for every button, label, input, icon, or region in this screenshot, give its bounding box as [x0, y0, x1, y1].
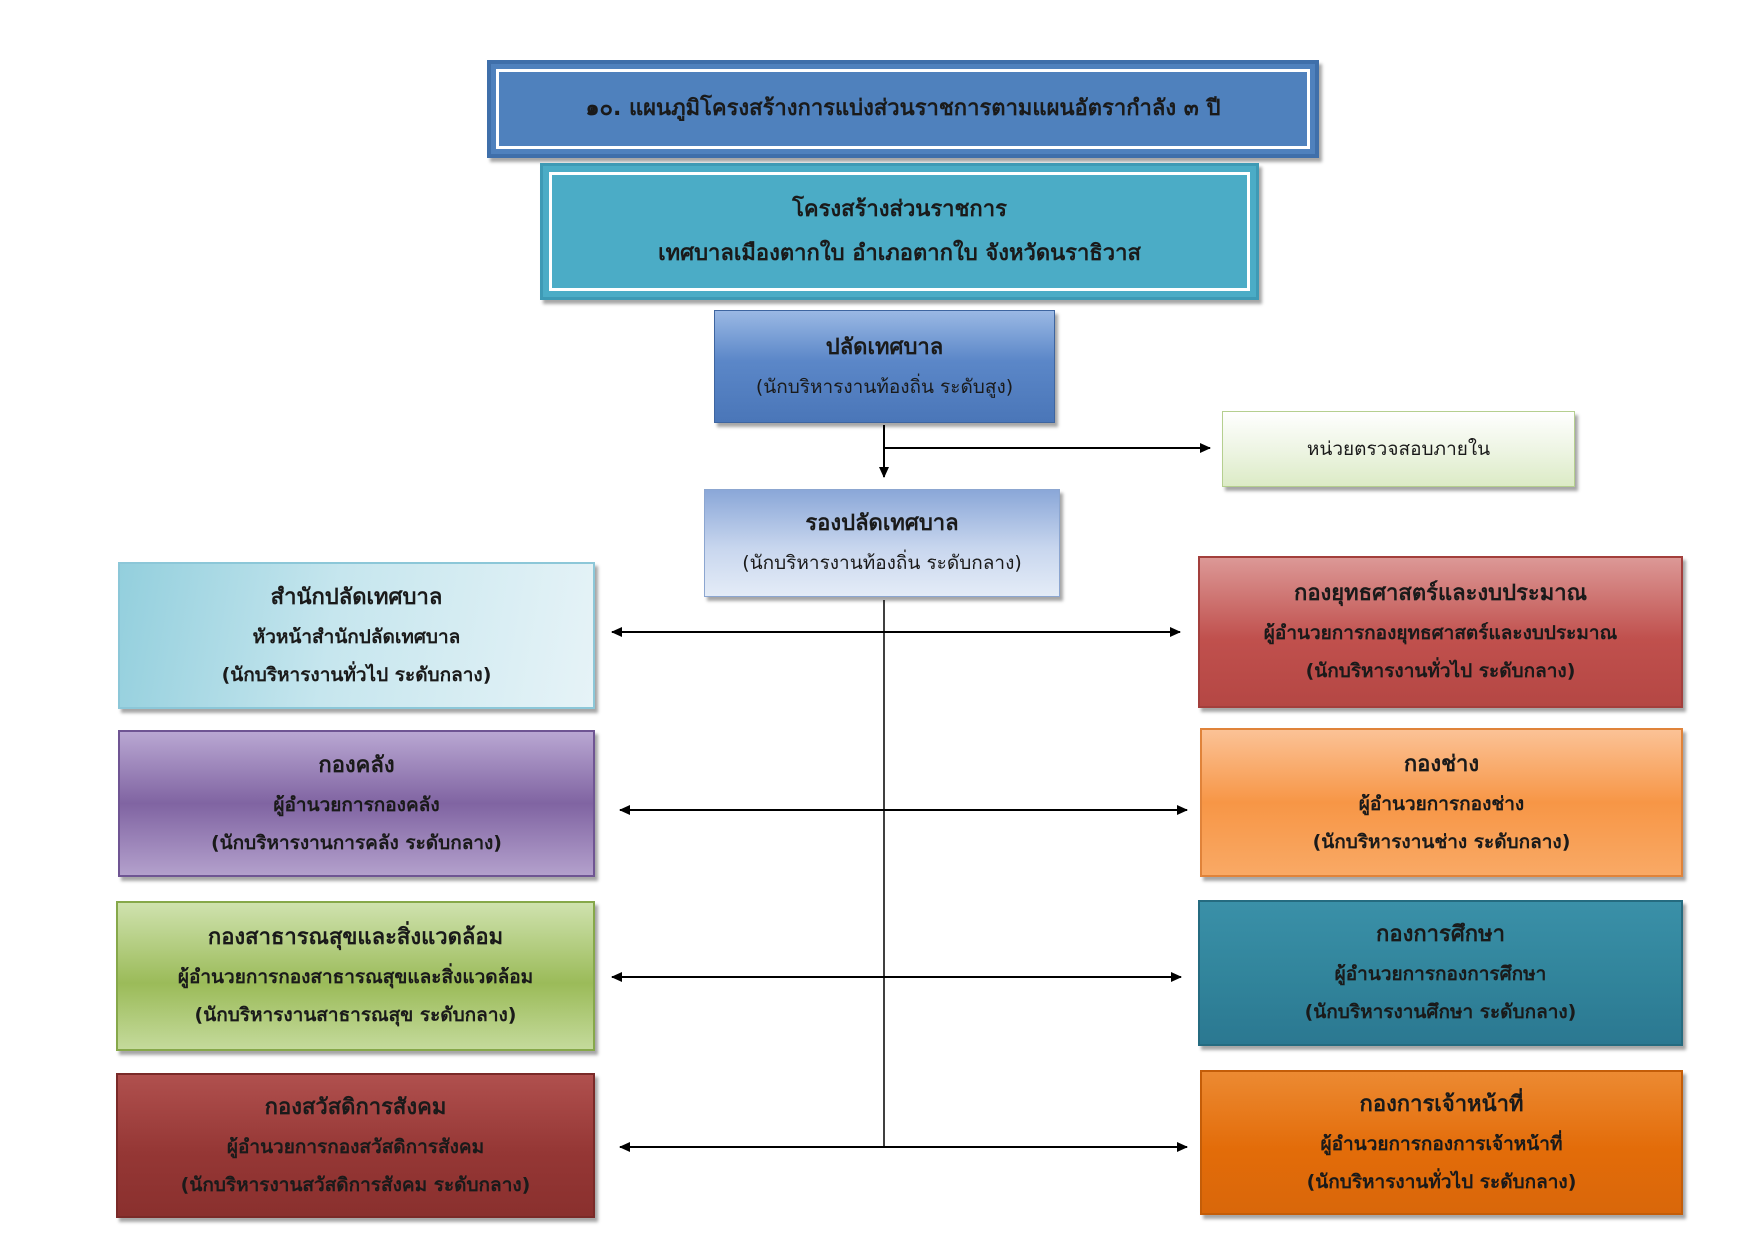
engineering-division-head: ผู้อำนวยการกองช่าง — [1358, 792, 1525, 815]
engineering-division-name: กองช่าง — [1403, 751, 1480, 777]
finance-division-level: (นักบริหารงานการคลัง ระดับกลาง) — [211, 831, 502, 854]
office-of-clerk-level: (นักบริหารงานทั่วไป ระดับกลาง) — [221, 663, 492, 686]
personnel-division-box: กองการเจ้าหน้าที่ ผู้อำนวยการกองการเจ้าห… — [1200, 1070, 1683, 1215]
office-of-clerk-box: สำนักปลัดเทศบาล หัวหน้าสำนักปลัดเทศบาล (… — [118, 562, 595, 709]
engineering-division-box: กองช่าง ผู้อำนวยการกองช่าง (นักบริหารงาน… — [1200, 728, 1683, 877]
personnel-division-name: กองการเจ้าหน้าที่ — [1359, 1091, 1524, 1117]
deputy-clerk-box: รองปลัดเทศบาล (นักบริหารงานท้องถิ่น ระดั… — [704, 489, 1060, 597]
municipal-clerk-level: (นักบริหารงานท้องถิ่น ระดับสูง) — [755, 375, 1014, 398]
social-welfare-division-level: (นักบริหารงานสวัสดิการสังคม ระดับกลาง) — [180, 1173, 531, 1196]
education-division-head: ผู้อำนวยการกองการศึกษา — [1334, 963, 1547, 985]
public-health-division-head: ผู้อำนวยการกองสาธารณสุขและสิ่งแวดล้อม — [177, 966, 534, 988]
social-welfare-division-name: กองสวัสดิการสังคม — [264, 1094, 447, 1120]
finance-division-head: ผู้อำนวยการกองคลัง — [273, 793, 440, 816]
structure-heading-line1: โครงสร้างส่วนราชการ — [792, 196, 1007, 222]
education-division-name: กองการศึกษา — [1376, 922, 1505, 947]
strategy-budget-division-head: ผู้อำนวยการกองยุทธศาสตร์และงบประมาณ — [1263, 622, 1618, 644]
education-division-level: (นักบริหารงานศึกษา ระดับกลาง) — [1304, 1001, 1577, 1023]
public-health-division-level: (นักบริหารงานสาธารณสุข ระดับกลาง) — [194, 1004, 517, 1026]
engineering-division-level: (นักบริหารงานช่าง ระดับกลาง) — [1312, 830, 1571, 853]
social-welfare-division-head: ผู้อำนวยการกองสวัสดิการสังคม — [226, 1135, 485, 1158]
internal-audit-title: หน่วยตรวจสอบภายใน — [1306, 438, 1491, 460]
structure-heading-box: โครงสร้างส่วนราชการ เทศบาลเมืองตากใบ อำเ… — [540, 163, 1259, 300]
municipal-clerk-box: ปลัดเทศบาล (นักบริหารงานท้องถิ่น ระดับสู… — [714, 310, 1055, 423]
structure-heading-line2: เทศบาลเมืองตากใบ อำเภอตากใบ จังหวัดนราธิ… — [658, 240, 1141, 266]
deputy-clerk-level: (นักบริหารงานท้องถิ่น ระดับกลาง) — [742, 552, 1022, 574]
public-health-division-name: กองสาธารณสุขและสิ่งแวดล้อม — [207, 925, 504, 950]
deputy-clerk-title: รองปลัดเทศบาล — [805, 511, 959, 536]
chart-title-box: ๑๐. แผนภูมิโครงสร้างการแบ่งส่วนราชการตาม… — [487, 60, 1319, 158]
finance-division-box: กองคลัง ผู้อำนวยการกองคลัง (นักบริหารงาน… — [118, 730, 595, 877]
social-welfare-division-box: กองสวัสดิการสังคม ผู้อำนวยการกองสวัสดิกา… — [116, 1073, 595, 1218]
office-of-clerk-name: สำนักปลัดเทศบาล — [270, 584, 443, 610]
public-health-division-box: กองสาธารณสุขและสิ่งแวดล้อม ผู้อำนวยการกอ… — [116, 901, 595, 1051]
internal-audit-box: หน่วยตรวจสอบภายใน — [1222, 411, 1575, 487]
office-of-clerk-head: หัวหน้าสำนักปลัดเทศบาล — [252, 625, 461, 648]
chart-title: ๑๐. แผนภูมิโครงสร้างการแบ่งส่วนราชการตาม… — [585, 96, 1221, 121]
strategy-budget-division-name: กองยุทธศาสตร์และงบประมาณ — [1294, 581, 1587, 606]
strategy-budget-division-box: กองยุทธศาสตร์และงบประมาณ ผู้อำนวยการกองย… — [1198, 556, 1683, 708]
finance-division-name: กองคลัง — [318, 752, 395, 778]
municipal-clerk-title: ปลัดเทศบาล — [825, 334, 944, 360]
personnel-division-level: (นักบริหารงานทั่วไป ระดับกลาง) — [1306, 1170, 1577, 1193]
education-division-box: กองการศึกษา ผู้อำนวยการกองการศึกษา (นักบ… — [1198, 900, 1683, 1046]
personnel-division-head: ผู้อำนวยการกองการเจ้าหน้าที่ — [1320, 1132, 1563, 1155]
strategy-budget-division-level: (นักบริหารงานทั่วไป ระดับกลาง) — [1305, 660, 1576, 682]
